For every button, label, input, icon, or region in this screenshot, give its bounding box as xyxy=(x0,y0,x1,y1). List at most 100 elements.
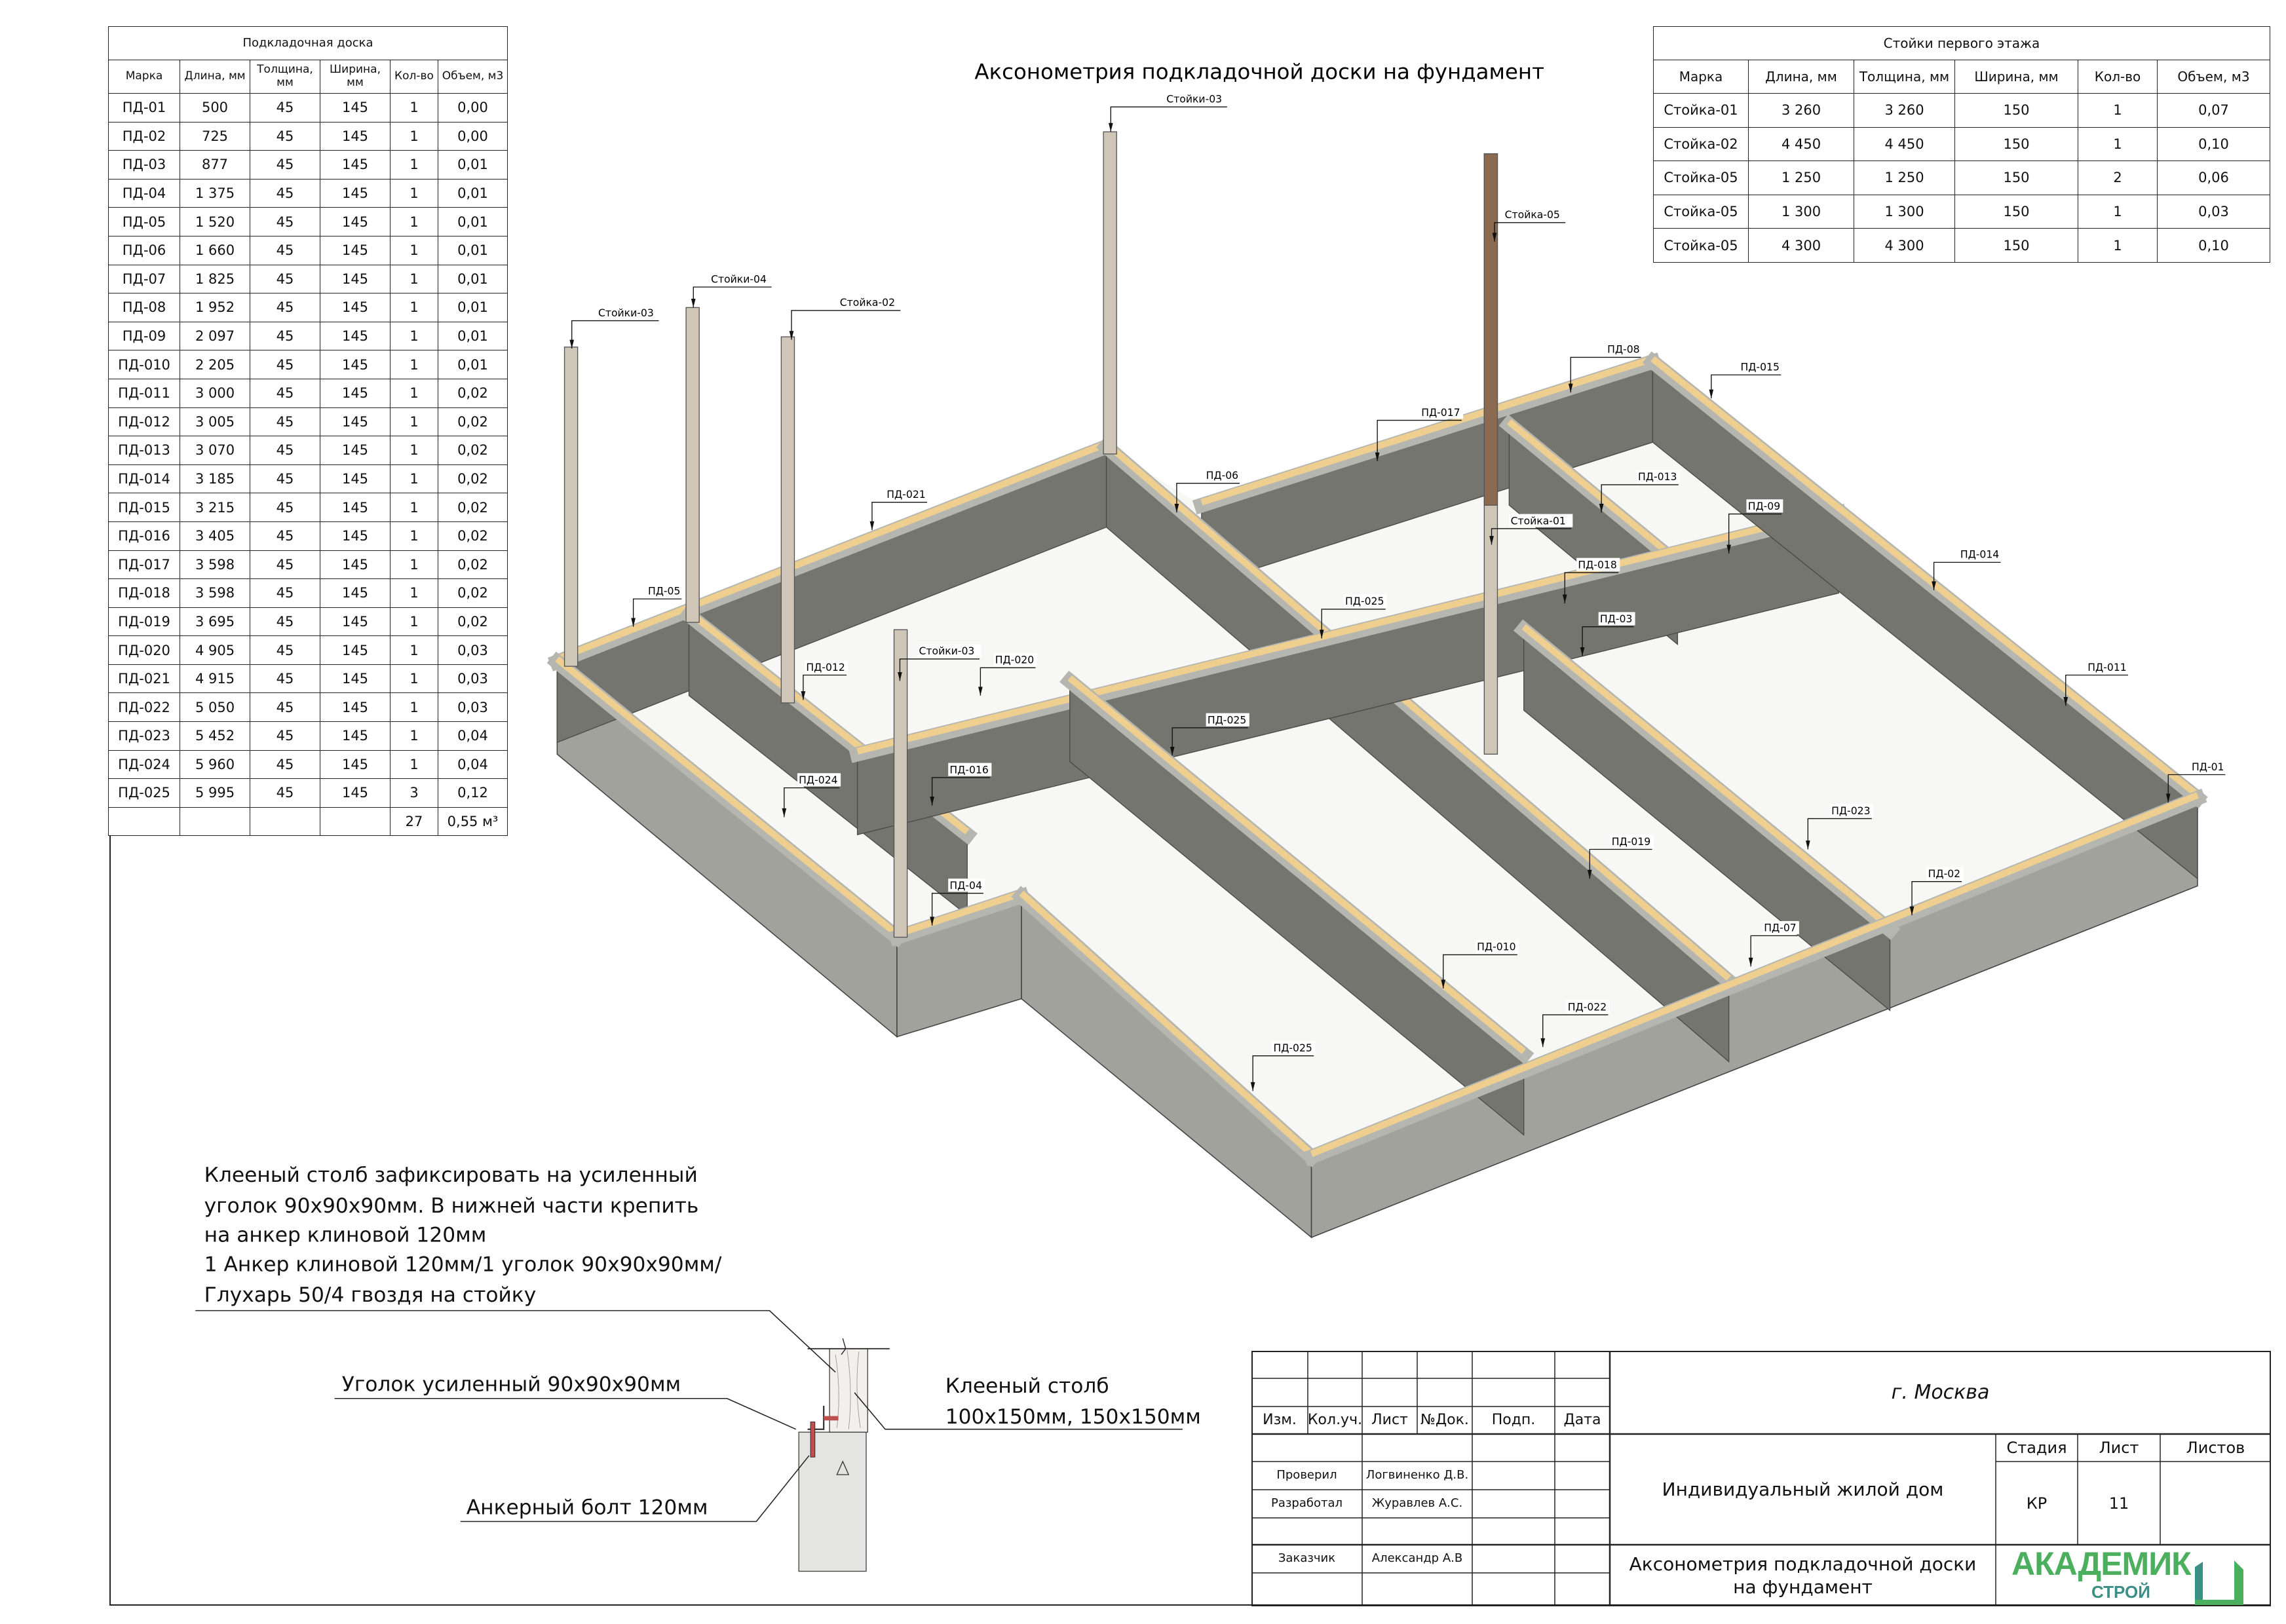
callout-leader xyxy=(1252,1055,1314,1091)
callout-label: ПД-01 xyxy=(2165,760,2227,803)
callout-background xyxy=(1636,470,1680,483)
table-cell xyxy=(250,806,320,837)
callout-text: ПД-022 xyxy=(1568,1000,1607,1013)
callout-background xyxy=(1598,612,1635,626)
callout-text: Стойки-03 xyxy=(919,645,974,657)
callout-label: ПД-025 xyxy=(1170,713,1249,756)
callout-background xyxy=(1926,867,1964,880)
callout-leader xyxy=(1377,419,1462,462)
callout-label: ПД-09 xyxy=(1726,499,1783,554)
callout-label: ПД-04 xyxy=(930,878,985,926)
table-cell: ПД-04 xyxy=(108,178,180,208)
table-cell: ПД-06 xyxy=(108,235,180,265)
table-cell: 45 xyxy=(250,407,320,437)
table-cell: 1 520 xyxy=(180,207,250,236)
header-kol-uch: Кол.уч. xyxy=(1307,1412,1363,1429)
table-cell: 4 450 xyxy=(1854,126,1955,162)
table-cell: 45 xyxy=(250,778,320,808)
city: г. Москва xyxy=(1891,1380,1990,1404)
callout-label: ПД-08 xyxy=(1568,343,1643,393)
table-cell: 145 xyxy=(320,121,391,151)
table-cell: 145 xyxy=(320,350,391,379)
callout-background xyxy=(993,652,1037,667)
callout-text: ПД-05 xyxy=(648,585,680,597)
table-cell: 45 xyxy=(250,664,320,694)
callout-text: ПД-012 xyxy=(806,661,845,673)
arrow-icon xyxy=(1587,869,1592,879)
table-cell: 0,02 xyxy=(437,378,508,408)
table-cell: 45 xyxy=(250,321,320,351)
callout-leader xyxy=(1711,374,1781,399)
arrow-icon xyxy=(2165,793,2171,803)
table-cell: 45 xyxy=(250,607,320,637)
table-cell: ПД-011 xyxy=(108,378,180,408)
arrow-icon xyxy=(1932,581,1936,590)
customer-name: Александр А.В xyxy=(1371,1551,1463,1566)
table-cell: 1 xyxy=(390,721,438,751)
table-cell: 45 xyxy=(250,436,320,465)
table-cell: 145 xyxy=(320,635,391,665)
callout-text: ПД-016 xyxy=(949,763,988,776)
callout-leader xyxy=(1321,609,1386,639)
column-header: Кол-во xyxy=(390,60,438,94)
callout-label: ПД-021 xyxy=(869,487,929,531)
checked-label: Проверил xyxy=(1276,1468,1337,1482)
callout-leader xyxy=(693,286,772,308)
table-cell: 1 xyxy=(390,264,438,294)
callout-leader xyxy=(791,310,901,340)
column-header: Ширина, мм xyxy=(320,60,391,94)
callout-label: ПД-010 xyxy=(1441,940,1519,989)
callout-background xyxy=(1206,713,1249,727)
table-cell: 45 xyxy=(250,207,320,236)
callout-label: ПД-015 xyxy=(1709,360,1783,399)
callout-leader xyxy=(1443,954,1517,989)
table-cell: 877 xyxy=(180,150,250,179)
callout-text: Стойка-01 xyxy=(1511,514,1566,527)
table-cell: 0,04 xyxy=(437,749,508,780)
callout-text: ПД-07 xyxy=(1764,922,1796,934)
stage-label: Стадия xyxy=(2006,1439,2067,1457)
callout-leader xyxy=(1542,1014,1609,1048)
table-cell: 45 xyxy=(250,493,320,522)
table-cell: 3 598 xyxy=(180,550,250,580)
callout-label: ПД-019 xyxy=(1587,835,1654,879)
table-cell: 145 xyxy=(320,521,391,551)
table-cell: 0,02 xyxy=(437,607,508,637)
table-cell: 0,03 xyxy=(437,664,508,694)
callout-background xyxy=(1746,499,1783,513)
table-cell: 3 598 xyxy=(180,578,250,608)
table-cell: 1 xyxy=(390,378,438,408)
table-cell: 1 xyxy=(390,692,438,723)
callout-background xyxy=(1739,360,1783,374)
sill-board xyxy=(1521,624,1892,930)
table-cell: Стойка-05 xyxy=(1653,194,1749,229)
post-anchor-detail xyxy=(195,1310,1183,1572)
note-line: уголок 90x90x90мм. В нижней части крепит… xyxy=(204,1194,699,1218)
stage-value: КР xyxy=(2026,1494,2048,1513)
callout-background xyxy=(1503,208,1567,221)
table-cell: 1 xyxy=(390,521,438,551)
callout-leader xyxy=(1601,484,1679,513)
table-cell: 1 300 xyxy=(1854,194,1955,229)
logo-main-text: АКАДЕМИК xyxy=(2011,1545,2192,1582)
table-cell: 45 xyxy=(250,692,320,723)
table-cell: ПД-05 xyxy=(108,207,180,236)
callout-leader xyxy=(1564,572,1619,603)
arrow-icon xyxy=(789,331,794,340)
callout-text: Стойки-03 xyxy=(598,307,654,319)
callout-text: ПД-08 xyxy=(1607,343,1639,356)
callout-leader xyxy=(1750,935,1798,967)
arrow-icon xyxy=(1909,906,1915,916)
callout-background xyxy=(1576,557,1620,571)
column-header: Длина, мм xyxy=(180,60,250,94)
callout-leader xyxy=(1176,482,1240,513)
arrow-icon xyxy=(1170,747,1175,756)
table-cell: 45 xyxy=(250,178,320,208)
callout-label: Стойки-03 xyxy=(898,644,981,681)
